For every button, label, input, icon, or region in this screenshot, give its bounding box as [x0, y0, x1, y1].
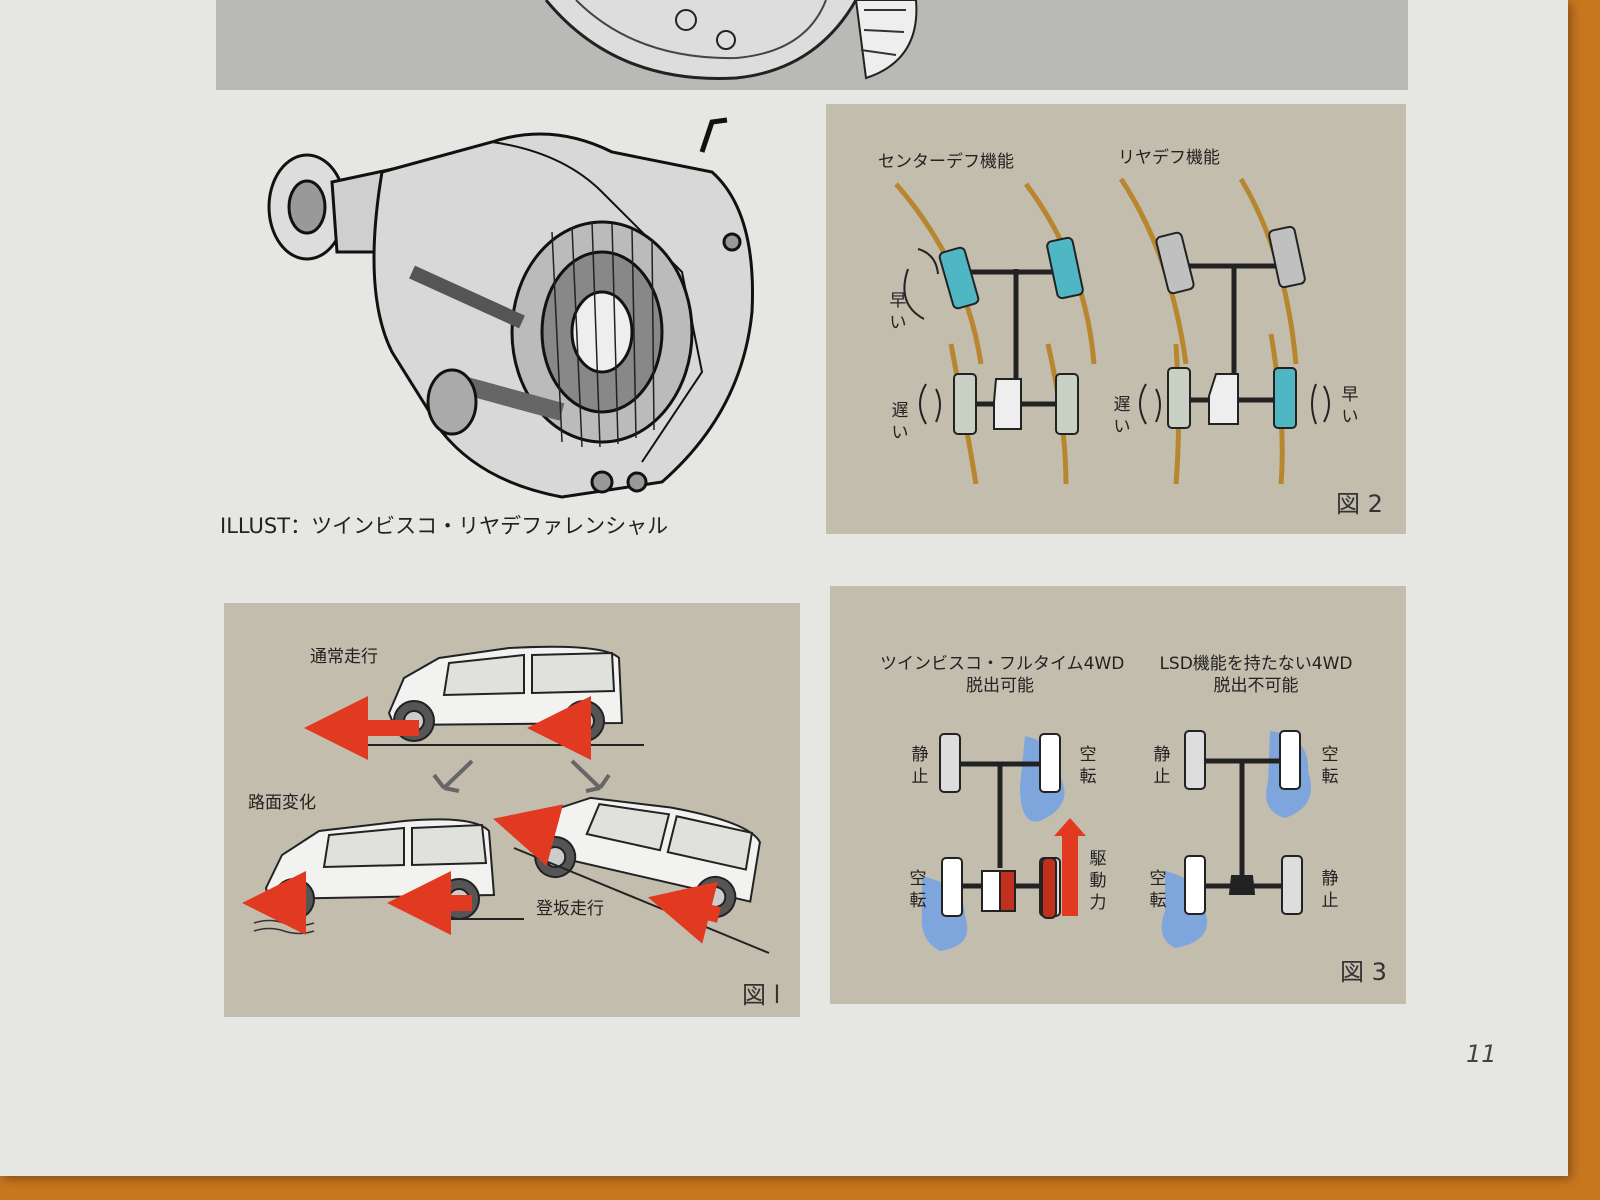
- figure-number: 図 2: [1336, 490, 1383, 518]
- label-spin-right-bottom: 空転: [1149, 869, 1167, 911]
- label-normal-driving: 通常走行: [310, 647, 378, 667]
- split-arrow-left: [432, 759, 474, 793]
- label-fast-left: 早い: [889, 291, 907, 333]
- car-climbing: [527, 796, 761, 918]
- car-traction-diagram: [242, 645, 770, 954]
- label-spin-left-bottom: 空転: [909, 869, 927, 911]
- no-lsd-4wd: [1161, 730, 1312, 948]
- label-climbing: 登坂走行: [536, 899, 604, 919]
- label-static-right-bottom: 静止: [1321, 869, 1339, 911]
- right-title-line1: LSD機能を持たない4WD: [1159, 654, 1353, 674]
- traction-arrow: [493, 804, 564, 867]
- rotation-arrows: [903, 248, 1330, 425]
- label-fast-right: 早い: [1341, 385, 1359, 427]
- wheel-illustration: [544, 0, 918, 81]
- left-title-line1: ツインビスコ・フルタイム4WD: [880, 654, 1125, 674]
- right-title-line2: 脱出不可能: [1213, 676, 1299, 696]
- figure-number: 図 3: [1340, 958, 1387, 986]
- title-rear-diff: リヤデフ機能: [1118, 148, 1220, 168]
- escape-capability-diagram: [921, 730, 1312, 951]
- title-center-diff: センターデフ機能: [878, 152, 1014, 172]
- label-static-right-top: 静止: [1153, 745, 1171, 787]
- rear-diff-assembly: [1155, 225, 1306, 429]
- label-spin-right-top: 空転: [1321, 745, 1339, 787]
- illustration-caption: ILLUST：ツインビスコ・リヤデファレンシャル: [220, 514, 669, 538]
- page-number: 11: [1466, 1040, 1497, 1068]
- twin-visco-4wd: [921, 733, 1086, 951]
- center-diff-assembly: [938, 236, 1084, 435]
- label-road-change: 路面変化: [248, 793, 316, 813]
- traction-arrow: [647, 881, 721, 944]
- left-title-line2: 脱出可能: [966, 676, 1034, 696]
- figure-1-panel: 通常走行 路面変化 登坂走行 図 l: [224, 603, 800, 1017]
- differential-illustration: [267, 117, 754, 499]
- top-photo-band: [216, 0, 1408, 90]
- figure-number: 図 l: [742, 981, 781, 1009]
- label-slow-right: 遅い: [1113, 395, 1131, 437]
- figure-2-panel: センターデフ機能 リヤデフ機能 早い 遅い 遅い 早い 図 2: [826, 104, 1406, 534]
- differential-function-diagram: [894, 177, 1330, 485]
- brochure-page: ILLUST：ツインビスコ・リヤデファレンシャル: [0, 0, 1568, 1176]
- label-slow-left: 遅い: [891, 401, 909, 443]
- split-arrow-right: [570, 759, 611, 793]
- figure-3-panel: ツインビスコ・フルタイム4WD 脱出可能 LSD機能を持たない4WD 脱出不可能…: [830, 586, 1406, 1004]
- label-spin-left-top: 空転: [1079, 745, 1097, 787]
- label-static-left-top: 静止: [911, 745, 929, 787]
- label-drive-force: 駆動力: [1089, 849, 1107, 913]
